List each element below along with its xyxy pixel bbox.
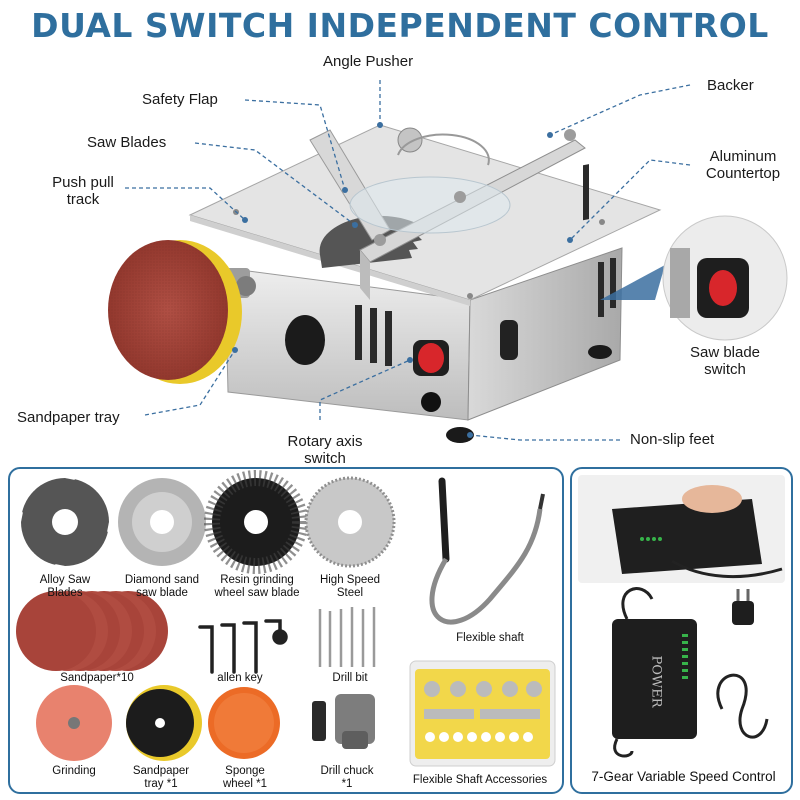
accessory-grinding: Grinding xyxy=(52,765,96,777)
accessory-label-line2: wheel saw blade xyxy=(214,587,300,599)
resin-grinding-wheel-image xyxy=(204,470,308,574)
page-title: DUAL SWITCH INDEPENDENT CONTROL xyxy=(31,6,769,45)
power-label: 7-Gear Variable Speed Control xyxy=(591,769,776,784)
accessory-label-line2: *1 xyxy=(341,778,353,790)
accessory-label-line2: Steel xyxy=(336,587,364,599)
label-angle-pusher: Angle Pusher xyxy=(323,53,414,70)
accessory-label-line1: Diamond sand xyxy=(124,574,200,586)
table-saw-illustration xyxy=(108,80,788,443)
power-adapter-panel: POWER 7-Gear Variable Speed Control xyxy=(570,467,793,794)
accessory-resin-grinding-wheel: Resin grinding wheel saw blade xyxy=(203,574,311,600)
label-push-pull-line2: track xyxy=(66,191,100,208)
accessory-label-line1: Sponge xyxy=(225,765,265,777)
sandpaper-tray-accessory-image xyxy=(126,685,202,761)
label-countertop-line2: Countertop xyxy=(705,165,781,182)
accessory-label-line2: wheel *1 xyxy=(222,778,268,790)
label-rotary-axis-switch: Rotary axis switch xyxy=(265,433,385,467)
power-adapter-illustration xyxy=(578,475,785,758)
accessory-diamond-sand-blade: Diamond sand saw blade xyxy=(110,574,214,600)
alloy-saw-blade-image xyxy=(17,474,113,570)
accessory-label-line1: Alloy Saw xyxy=(39,574,91,586)
accessory-sandpaper: Sandpaper*10 xyxy=(60,672,134,684)
accessory-label-line1: High Speed xyxy=(319,574,381,586)
accessories-illustrations xyxy=(16,470,556,767)
accessory-label-line2: saw blade xyxy=(136,587,188,599)
label-saw-switch-line1: Saw blade xyxy=(689,344,761,361)
label-push-pull-track: Push pull track xyxy=(28,174,138,208)
high-speed-steel-blade-image xyxy=(304,476,396,568)
accessory-high-speed-steel: High Speed Steel xyxy=(302,574,398,600)
machine-side-face xyxy=(467,247,623,421)
sponge-wheel-image xyxy=(208,687,280,759)
flexible-shaft-image xyxy=(429,477,545,625)
saw-blade-switch xyxy=(709,270,737,306)
label-safety-flap: Safety Flap xyxy=(142,91,218,108)
safety-flap xyxy=(349,176,511,234)
label-countertop-line1: Aluminum xyxy=(709,148,777,165)
drill-chuck-image xyxy=(312,694,375,749)
accessory-drill-chuck: Drill chuck *1 xyxy=(302,765,392,791)
diamond-sand-blade-image xyxy=(118,478,206,566)
accessory-sandpaper-tray: Sandpaper tray *1 xyxy=(116,765,206,791)
adapter-brand-text: POWER xyxy=(648,655,664,708)
label-aluminum-countertop: Aluminum Countertop xyxy=(690,148,796,182)
label-backer: Backer xyxy=(707,77,754,94)
power-adapter-body xyxy=(612,619,697,739)
accessories-panel: Alloy Saw Blades Diamond sand saw blade … xyxy=(8,467,564,794)
accessory-allen-key: allen key xyxy=(217,672,263,684)
label-sandpaper-tray: Sandpaper tray xyxy=(17,409,120,426)
accessory-drill-bit: Drill bit xyxy=(332,672,368,684)
accessory-label-line1: Resin grinding xyxy=(220,574,294,586)
accessory-label-line2: Blades xyxy=(47,587,83,599)
flexible-shaft-accessories-image xyxy=(409,660,556,767)
allen-key-image xyxy=(198,619,288,674)
accessory-sponge-wheel: Sponge wheel *1 xyxy=(200,765,290,791)
accessory-flexible-shaft: Flexible shaft xyxy=(456,632,524,644)
accessory-label-line2: tray *1 xyxy=(144,778,178,790)
accessory-label-line1: Drill chuck xyxy=(320,765,374,777)
label-saw-blades: Saw Blades xyxy=(87,134,167,151)
accessory-flexible-shaft-accessories: Flexible Shaft Accessories xyxy=(412,774,548,786)
sandpaper-stack-image xyxy=(16,591,168,671)
accessory-label-line1: Sandpaper xyxy=(132,765,190,777)
label-rotary-line2: switch xyxy=(304,450,346,467)
label-saw-blade-switch: Saw blade switch xyxy=(670,344,780,378)
label-push-pull-line1: Push pull xyxy=(52,174,114,191)
drill-bit-image xyxy=(318,607,376,667)
label-rotary-line1: Rotary axis xyxy=(287,433,363,450)
label-non-slip-feet: Non-slip feet xyxy=(630,431,715,448)
non-slip-foot xyxy=(446,427,474,443)
grinding-disc-image xyxy=(36,685,112,761)
label-saw-switch-line2: switch xyxy=(704,361,746,378)
accessory-alloy-saw-blades: Alloy Saw Blades xyxy=(10,574,120,600)
